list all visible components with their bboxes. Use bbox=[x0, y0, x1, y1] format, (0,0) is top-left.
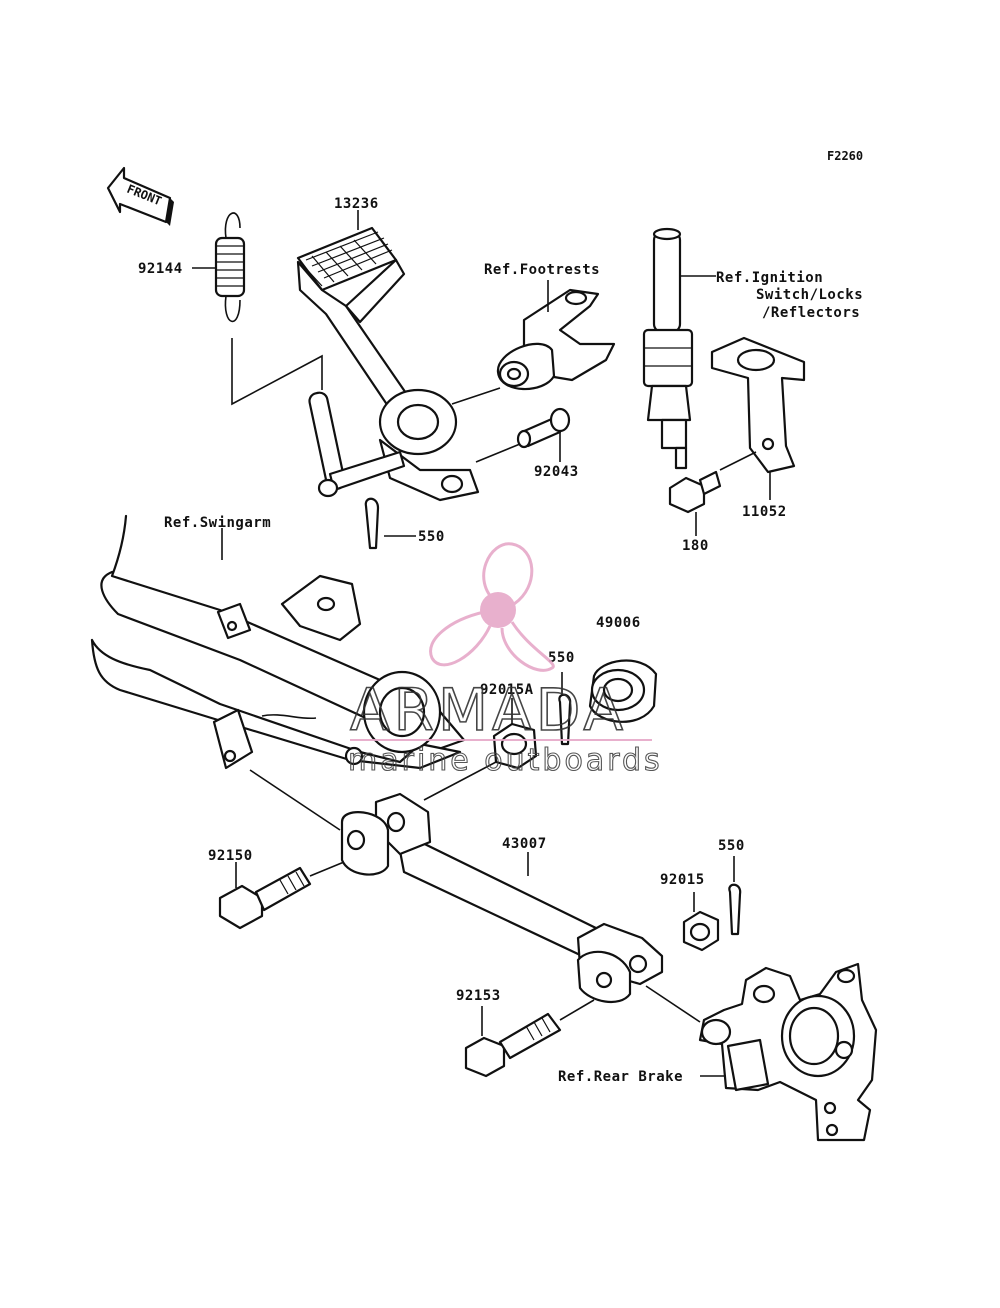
rear-brake: Ref.Rear Brake bbox=[558, 962, 878, 1142]
watermark-brand: ARMADA bbox=[350, 676, 627, 744]
label-bolt-92153: 92153 bbox=[456, 988, 501, 1004]
spring-leader-line bbox=[231, 338, 323, 406]
label-cotter-right: 550 bbox=[718, 838, 745, 854]
label-bushing: 49006 bbox=[596, 615, 641, 631]
watermark-tagline: marine outboards bbox=[348, 743, 663, 778]
pin-92043: 92043 bbox=[516, 407, 579, 480]
nut-rod-leader bbox=[423, 761, 497, 801]
cotter-pin-550-mid: 550 bbox=[548, 650, 575, 746]
bracket-11052: 11052 bbox=[710, 336, 806, 520]
label-pin: 92043 bbox=[534, 464, 579, 480]
spring-92144: 92144 bbox=[138, 212, 246, 323]
label-rod: 43007 bbox=[502, 836, 547, 852]
front-arrow-icon: FRONT bbox=[106, 166, 174, 226]
label-ignition-1: Ref.Ignition bbox=[716, 270, 823, 286]
label-rear-brake: Ref.Rear Brake bbox=[558, 1069, 683, 1085]
footrest-bracket: Ref.Footrests bbox=[484, 262, 616, 391]
diagram-code: F2260 bbox=[827, 149, 863, 163]
brake-pedal-13236: 13236 bbox=[296, 196, 480, 502]
label-pedal: 13236 bbox=[334, 196, 379, 212]
propeller-logo-icon bbox=[429, 542, 555, 672]
label-spring: 92144 bbox=[138, 261, 183, 277]
ignition-switch: Ref.Ignition Switch/Locks /Reflectors bbox=[642, 227, 863, 470]
rod-brake-leader bbox=[645, 985, 701, 1023]
bushing-49006: 49006 bbox=[588, 615, 658, 723]
label-cotter-top: 550 bbox=[418, 529, 445, 545]
label-nut-a: 92015A bbox=[480, 682, 534, 698]
label-bracket: 11052 bbox=[742, 504, 787, 520]
cotter-pin-550-right: 550 bbox=[718, 838, 745, 936]
pin-leader bbox=[475, 443, 521, 463]
bolt-180: 180 bbox=[668, 470, 722, 554]
label-swingarm: Ref.Swingarm bbox=[164, 515, 271, 531]
bolt-92150: 92150 bbox=[208, 848, 345, 930]
label-cotter-mid: 550 bbox=[548, 650, 575, 666]
brake-rod-43007: 43007 bbox=[340, 792, 664, 1003]
nut-92015: 92015 bbox=[660, 872, 720, 952]
bolt-92153: 92153 bbox=[456, 988, 595, 1078]
label-bolt-180: 180 bbox=[682, 538, 709, 554]
pivot-leader bbox=[451, 387, 501, 405]
armada-watermark: ARMADA marine outboards bbox=[347, 542, 663, 779]
swingarm: Ref.Swingarm bbox=[90, 514, 466, 770]
label-ignition-2: Switch/Locks bbox=[756, 287, 863, 303]
label-nut-b: 92015 bbox=[660, 872, 705, 888]
label-footrests: Ref.Footrests bbox=[484, 262, 600, 278]
swingarm-rod-leader bbox=[249, 769, 341, 831]
nut-92015a: 92015A bbox=[480, 682, 538, 770]
label-ignition-3: /Reflectors bbox=[762, 305, 860, 321]
cotter-pin-550-top: 550 bbox=[364, 497, 445, 550]
label-bolt-92150: 92150 bbox=[208, 848, 253, 864]
